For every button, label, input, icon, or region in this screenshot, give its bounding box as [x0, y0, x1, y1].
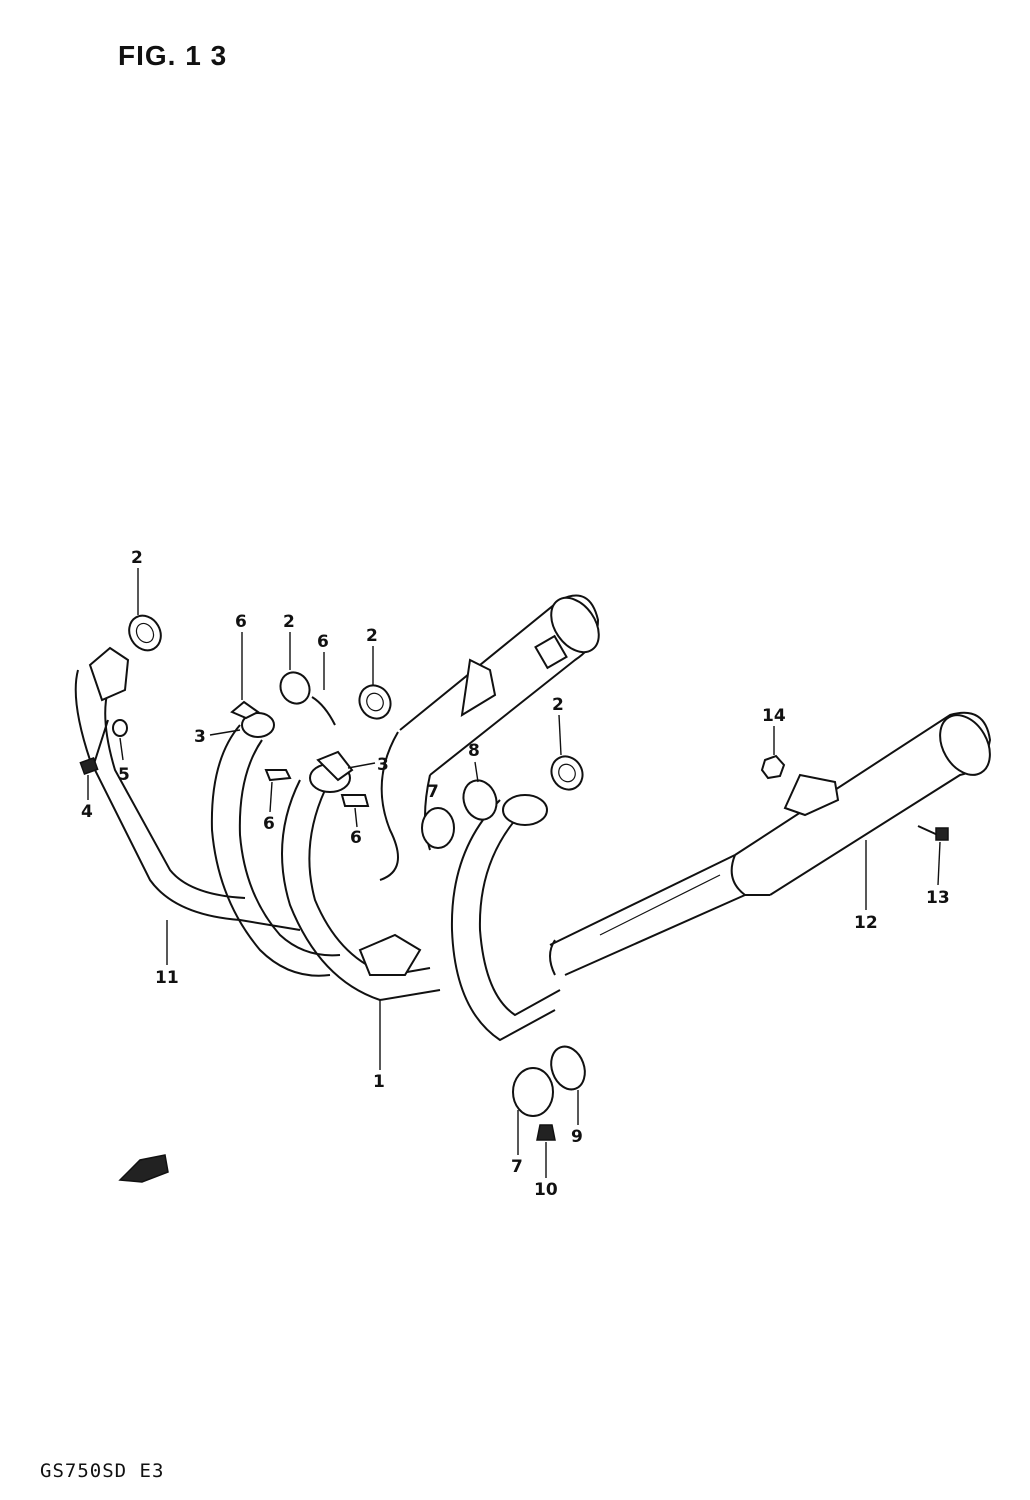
gasket-2-upper-left: [128, 614, 162, 652]
connector-6-curved: [311, 696, 336, 726]
connector-6-lower: [340, 794, 370, 807]
figure-title: FIG. 1 3: [118, 40, 228, 71]
exhaust-pipe-right: [450, 794, 561, 1042]
callout-3: 3: [194, 727, 206, 747]
left-muffler: [379, 594, 600, 881]
callout-6: 6: [263, 814, 275, 834]
callout-9: 9: [571, 1127, 583, 1147]
collar-7-lower: [512, 1067, 554, 1117]
collar-7-upper: [421, 807, 455, 849]
callout-3: 3: [377, 755, 389, 775]
callout-6: 6: [317, 632, 329, 652]
nut-14: [760, 754, 786, 780]
callout-7: 7: [427, 782, 439, 802]
callout-10: 10: [534, 1180, 558, 1200]
callout-5: 5: [118, 765, 130, 785]
callout-2: 2: [366, 626, 378, 646]
right-muffler: [549, 711, 992, 976]
clamp-9: [550, 1045, 586, 1091]
callout-4: 4: [81, 802, 93, 822]
callout-14: 14: [762, 706, 786, 726]
callout-11: 11: [155, 968, 179, 988]
gasket-2-right: [358, 684, 392, 720]
front-direction-arrow: [118, 1154, 169, 1183]
callout-7: 7: [511, 1157, 523, 1177]
gasket-2-far-right: [550, 755, 584, 791]
callout-13: 13: [926, 888, 950, 908]
exhaust-pipe-11: [74, 646, 301, 931]
callout-2: 2: [552, 695, 564, 715]
bolt-10: [536, 1124, 556, 1141]
callout-2: 2: [283, 612, 295, 632]
clamp-bracket-3: [316, 750, 354, 782]
leader-lines: [87, 568, 941, 1178]
callout-12: 12: [854, 913, 878, 933]
callout-6: 6: [350, 828, 362, 848]
bolt-4: [79, 719, 109, 775]
model-code: GS750SD E3: [40, 1460, 165, 1482]
bolt-13: [917, 825, 949, 841]
washer-5: [112, 719, 128, 737]
gasket-2-mid: [279, 671, 311, 705]
clamp-8: [462, 779, 498, 821]
connector-6-top: [230, 700, 260, 720]
callout-1: 1: [373, 1072, 385, 1092]
callout-8: 8: [468, 741, 480, 761]
connector-6-lower-left: [264, 769, 292, 782]
callout-6: 6: [235, 612, 247, 632]
callout-2: 2: [131, 548, 143, 568]
exhaust-pipe-2nd: [210, 712, 341, 977]
